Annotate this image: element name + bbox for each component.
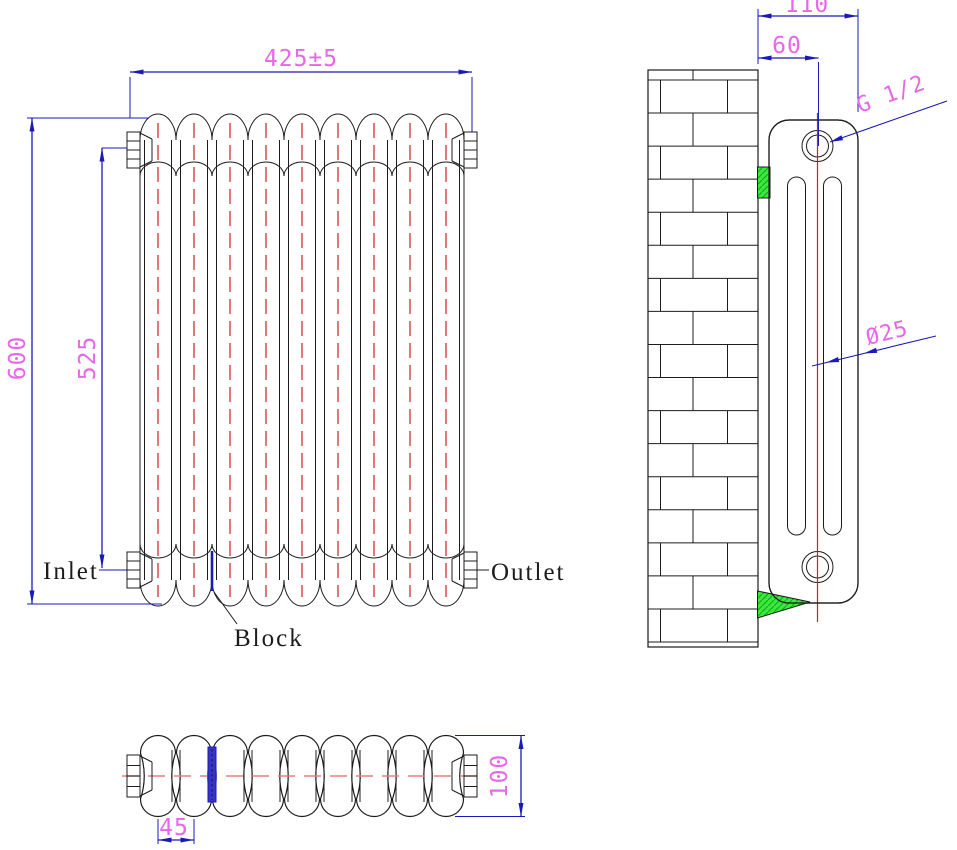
side-radiator-body — [768, 113, 859, 622]
top-pitch-dimension-text: 45 — [159, 815, 189, 841]
front-height-dimension-text: 600 — [5, 336, 31, 381]
top-radiator-sections — [122, 734, 482, 818]
top-pipe-fittings — [126, 754, 478, 798]
side-pipe-offset-dimension-text: 60 — [772, 33, 802, 59]
outlet-label: Outlet — [491, 559, 566, 586]
wall-brackets — [757, 119, 859, 619]
block-label: Block — [234, 625, 304, 652]
annotation-text: 425±5 600 525 Inlet Outlet Block 110 60 … — [5, 0, 929, 841]
brick-wall — [647, 69, 759, 648]
top-view — [122, 734, 525, 844]
front-dimension-lines — [27, 69, 489, 605]
side-view — [647, 9, 948, 648]
side-depth-dimension-text: 110 — [785, 0, 830, 18]
inlet-label: Inlet — [43, 558, 99, 585]
tube-diameter-text: Ø25 — [863, 316, 911, 351]
front-pipe-fittings — [126, 131, 478, 589]
front-pitch-dimension-text: 525 — [75, 336, 101, 381]
side-dimension-lines — [757, 9, 948, 367]
front-radiator-columns — [139, 113, 465, 607]
top-dimension-lines — [157, 735, 525, 844]
front-block-marker — [210, 551, 238, 625]
front-width-dimension-text: 425±5 — [264, 46, 338, 72]
top-depth-dimension-text: 100 — [487, 754, 513, 799]
front-view — [27, 69, 489, 625]
top-block-marker — [207, 746, 217, 803]
